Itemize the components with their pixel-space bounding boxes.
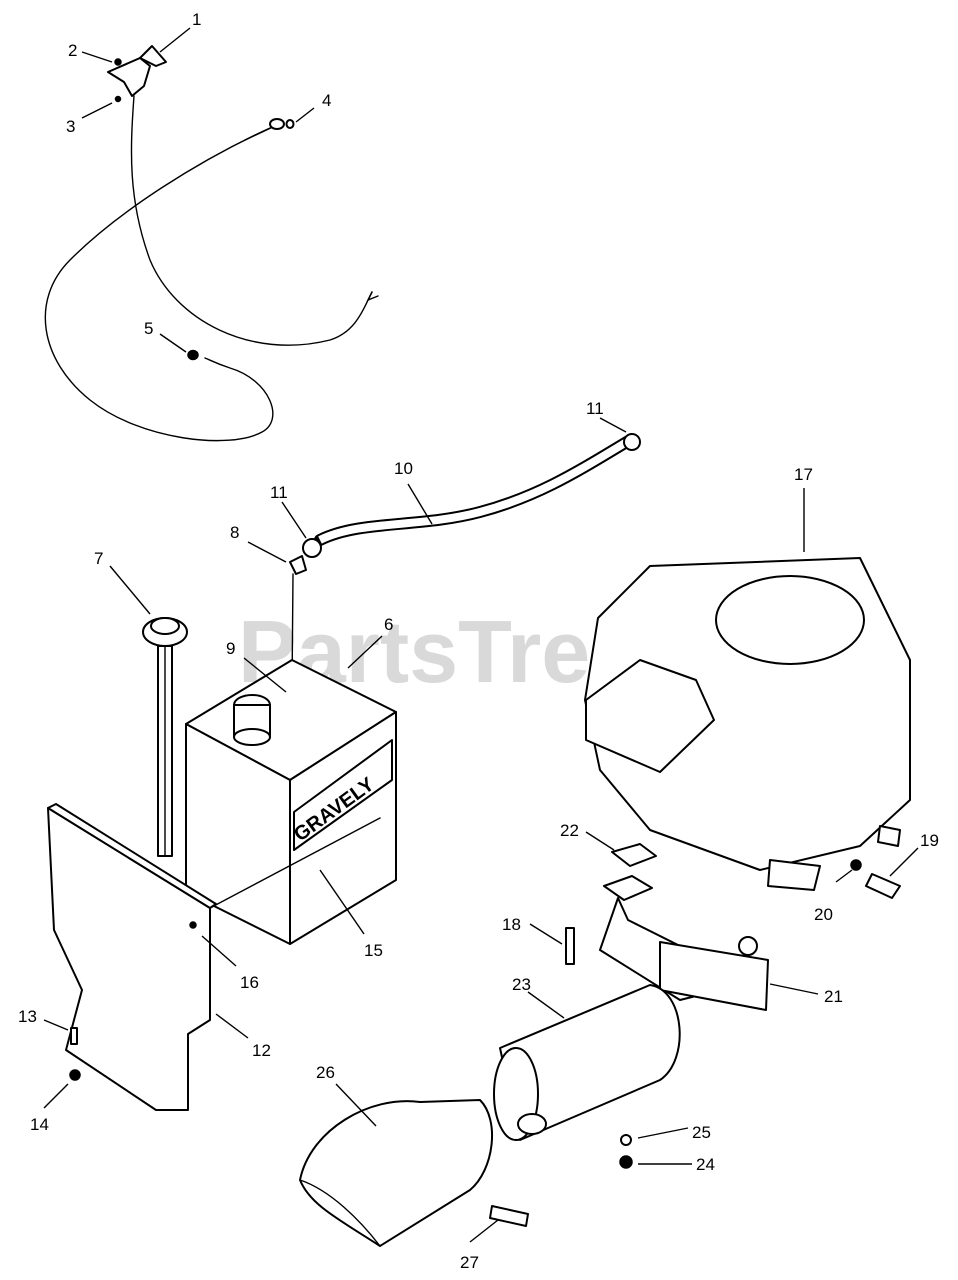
muffler-23[interactable] [499,984,681,1141]
callout-labels: 1 2 3 4 5 6 7 8 9 10 11 11 12 13 14 15 1… [18,10,939,1272]
bolt-13[interactable] [70,1027,78,1045]
engine-air-cleaner [715,575,865,665]
nut-3[interactable] [114,95,122,103]
gasket-flange [603,875,653,901]
nut-14[interactable] [69,1069,81,1081]
callout-11a: 11 [270,483,288,502]
fuel-cap-gauge-7[interactable] [142,617,188,857]
callout-17: 17 [794,465,813,484]
nut-16[interactable] [189,921,197,929]
bolt-18[interactable] [565,927,575,965]
callout-21: 21 [824,987,843,1006]
spacer-20[interactable] [850,859,862,871]
washer-25[interactable] [620,1134,632,1146]
muffler-outlet [517,1113,547,1135]
callout-7: 7 [94,549,103,568]
callout-22: 22 [560,821,579,840]
callout-20: 20 [814,905,833,924]
screw-2[interactable] [114,58,122,66]
cable-clip-5[interactable] [187,349,199,361]
engine-mount-right [877,825,901,847]
callout-19: 19 [920,831,939,850]
callout-11b: 11 [586,399,604,418]
callout-26: 26 [316,1063,335,1082]
bracket-hole [738,936,758,956]
callout-14: 14 [30,1115,49,1134]
throttle-bracket[interactable] [107,57,151,97]
callout-9: 9 [226,639,235,658]
callout-12: 12 [252,1041,271,1060]
engine-mount-left [767,859,821,891]
callout-1: 1 [192,10,201,29]
exhaust-bracket-21[interactable] [659,941,769,1011]
callout-2: 2 [68,41,77,60]
throttle-lever[interactable] [139,45,167,67]
nut-24[interactable] [619,1155,633,1169]
callout-10: 10 [394,459,413,478]
tank-brand-plate [293,739,393,851]
gasket-22[interactable] [611,843,657,867]
guard-edge [299,1179,381,1247]
cable-knob-4[interactable] [285,119,295,129]
hose-clamp-11a[interactable] [302,538,322,558]
muffler-guard-26[interactable] [299,1099,529,1247]
cable-end [366,291,379,302]
callout-8: 8 [230,523,239,542]
cable-fitting[interactable] [269,118,285,130]
callout-5: 5 [144,319,153,338]
tank-filler-base [233,728,271,746]
guard-shell[interactable] [299,1099,493,1247]
engine-front-lobe [585,659,715,773]
heat-shield-12[interactable] [47,803,381,1111]
fuel-elbow-8[interactable] [289,555,307,575]
fuel-hose-10[interactable] [318,436,633,544]
throttle-cable[interactable] [130,95,373,346]
exhaust-assembly[interactable] [493,843,901,1169]
hose-clamp-11b[interactable] [623,433,641,451]
callout-16: 16 [240,973,259,992]
shield-flange [47,803,217,909]
bolt-27[interactable] [489,1205,529,1227]
callout-27: 27 [460,1253,479,1272]
callout-6: 6 [384,615,393,634]
throttle-control-assembly[interactable] [44,45,379,442]
callout-4: 4 [322,91,331,110]
bolt-19[interactable] [865,873,901,899]
callout-24: 24 [696,1155,715,1174]
callout-15: 15 [364,941,383,960]
callout-3: 3 [66,117,75,136]
shield-rod [209,817,381,909]
callout-25: 25 [692,1123,711,1142]
fuel-line-assembly[interactable] [283,433,641,707]
fuel-cap-top [150,617,180,635]
callout-23: 23 [512,975,531,994]
callout-13: 13 [18,1007,37,1026]
choke-cable[interactable] [44,127,274,442]
callout-18: 18 [502,915,521,934]
cable-sleeve [244,125,276,141]
engine-17[interactable] [584,557,911,891]
callout-leaders [43,27,919,1243]
fuel-tank-6[interactable]: GRAVELY [185,659,397,945]
